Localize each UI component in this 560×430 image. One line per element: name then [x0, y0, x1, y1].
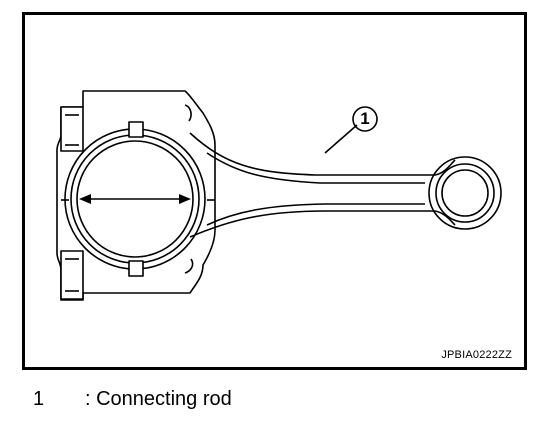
- rod-shank-inner-upper: [206, 152, 425, 184]
- image-code: JPBIA0222ZZ: [441, 349, 512, 361]
- rod-shank-lower: [189, 210, 456, 238]
- tang-notch-top: [128, 121, 144, 138]
- small-end-bore: [441, 169, 489, 217]
- callout-number: 1: [360, 109, 370, 128]
- bolt-boss-upper: [60, 106, 84, 152]
- bolt-boss-lower: [60, 250, 84, 300]
- small-end-outer: [428, 156, 502, 230]
- small-end-bush: [435, 163, 495, 223]
- legend-item-text: : Connecting rod: [85, 388, 232, 410]
- rod-shank: [189, 132, 456, 176]
- callout-leader: [324, 124, 358, 154]
- bolt-nut-upper: [184, 104, 192, 122]
- tang-notch-bottom: [128, 260, 144, 277]
- bore-diameter-arrow: [79, 194, 191, 204]
- bolt-nut-lower: [184, 258, 194, 274]
- connecting-rod-drawing: [56, 90, 502, 301]
- figure-frame: 1 JPBIA0222ZZ: [22, 12, 527, 370]
- big-end-outline: [56, 90, 216, 301]
- rod-shank-inner-lower: [206, 203, 425, 226]
- big-end-bore-inner: [76, 140, 194, 258]
- callout-circle: [352, 106, 378, 132]
- legend-item-number: 1: [33, 388, 45, 410]
- legend: 1 : Connecting rod: [33, 386, 523, 412]
